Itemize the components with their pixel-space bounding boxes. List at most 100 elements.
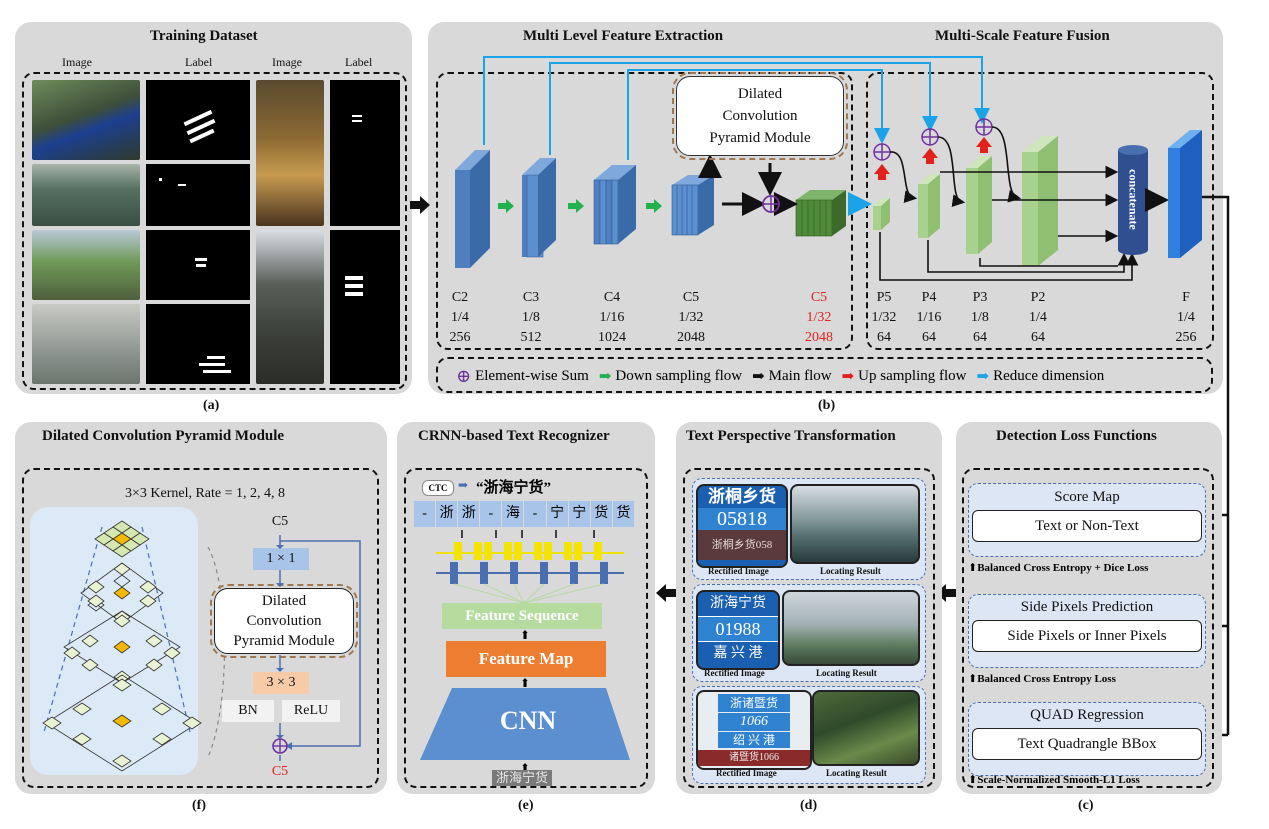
- sample-image: [32, 80, 140, 160]
- legend: ⊕Element-wise Sum ➡Down sampling flow ➡M…: [456, 366, 1105, 386]
- arrow-a-to-b: [410, 196, 430, 214]
- locating-label: Locating Result: [826, 768, 887, 778]
- p5-block: [873, 198, 890, 230]
- sign-text: 01988: [698, 616, 778, 642]
- red-arrow-icon: ➡: [841, 369, 855, 385]
- feature-map-box: Feature Map: [446, 641, 606, 677]
- text-mask: [352, 120, 362, 122]
- text-mask: [345, 284, 363, 288]
- feature-sequence-box: Feature Sequence: [442, 603, 602, 629]
- loss-frame: [962, 468, 1214, 788]
- bn-box: BN: [222, 700, 274, 722]
- network-diagram: [455, 56, 1202, 281]
- rectified-label: Rectified Image: [716, 768, 777, 778]
- seq-cell: 货: [590, 501, 612, 527]
- rectified-image: 浙诸暨货 1066 绍 兴 港 诸暨货1066: [696, 690, 812, 770]
- up-sampling-arrows: [874, 137, 992, 180]
- arrow-up-icon: ⬆: [968, 673, 978, 685]
- seq-cell: -: [480, 501, 502, 527]
- concatenate-cylinder: [1118, 145, 1148, 255]
- sign-text: 05818: [698, 508, 786, 530]
- sign-text: 浙桐乡货: [708, 487, 776, 506]
- seq-cell: 浙: [436, 501, 458, 527]
- sample-label: [146, 304, 250, 384]
- locating-result: [790, 484, 920, 564]
- rectified-image: 浙海宁货 01988 嘉 兴 港: [696, 590, 780, 670]
- dcpm-line: Convolution: [722, 108, 798, 124]
- concatenate-label: concatenate: [1126, 169, 1141, 230]
- sign-text: 诸暨货1066: [698, 750, 810, 766]
- ctc-badge: CTC: [422, 480, 454, 496]
- sign-text: 1066: [718, 713, 790, 731]
- dcpm-inner-box: Dilated Convolution Pyramid Module: [210, 584, 358, 658]
- sample-label: [330, 230, 400, 384]
- col-header-image-1: Image: [62, 55, 92, 69]
- cyan-arrow-icon: ➡: [976, 369, 990, 385]
- arrow-up-icon: ⬆: [968, 562, 978, 574]
- rectified-label: Rectified Image: [708, 566, 769, 576]
- conv3x3-box: 3 × 3: [253, 672, 309, 694]
- arrow-up-icon: ⬆: [968, 774, 978, 786]
- col-header-image-2: Image: [272, 55, 302, 69]
- locating-result: [782, 590, 920, 666]
- c2-block: [455, 150, 490, 268]
- lstm-layers: [436, 530, 624, 604]
- seq-cell: -: [524, 501, 546, 527]
- sum-icon: ⊕: [456, 366, 472, 386]
- p2-block: [1022, 136, 1058, 266]
- locating-label: Locating Result: [816, 668, 877, 678]
- cnn-trapezoid: [420, 688, 630, 760]
- sample-image: [32, 304, 140, 384]
- p4-block: [918, 174, 940, 238]
- text-mask: [159, 178, 162, 181]
- caption-c: (c): [1078, 798, 1094, 813]
- dcpm-box: Dilated Convolution Pyramid Module: [672, 72, 848, 160]
- recognition-result: “浙海宁货”: [476, 480, 552, 496]
- p3-block: [966, 156, 992, 254]
- dcpm-line: Convolution: [246, 613, 322, 629]
- arrow-up-icon: ⬆: [520, 628, 531, 642]
- cnn-label: CNN: [499, 706, 557, 735]
- dcpm-line: Dilated: [261, 593, 307, 609]
- locating-result: [812, 690, 920, 766]
- grid-rate4: [63, 610, 181, 684]
- grid-rate1: [94, 520, 150, 558]
- text-mask: [195, 258, 207, 261]
- score-map-loss: ⬆Balanced Cross Entropy + Dice Loss: [968, 562, 1149, 574]
- perspective-frame: [683, 468, 935, 788]
- side-pixels-head: Side Pixels Prediction: [1020, 599, 1154, 615]
- text-mask: [199, 363, 225, 366]
- main-flow-arrows: [698, 154, 798, 216]
- dataset-frame: [22, 72, 407, 390]
- dcpm-line: Pyramid Module: [233, 633, 335, 649]
- rectified-label: Rectified Image: [704, 668, 765, 678]
- seq-cell: -: [414, 501, 436, 527]
- c5-dilated-block: [795, 190, 846, 237]
- score-map-body: Text or Non-Text: [972, 510, 1202, 542]
- rectified-image: 浙桐乡货 05818 浙桐乡货058: [696, 484, 788, 568]
- arrow-up-icon: ⬆: [520, 761, 531, 775]
- sign-text: 绍 兴 港: [718, 732, 790, 748]
- dilation-grids: [42, 520, 226, 772]
- seq-cell: 宁: [546, 501, 568, 527]
- col-header-label-2: Label: [345, 55, 373, 69]
- skip-connections: [483, 56, 990, 160]
- sample-image: [32, 230, 140, 300]
- text-mask: [207, 356, 225, 359]
- panel-a-title: Training Dataset: [150, 28, 258, 44]
- dcpm-line: Pyramid Module: [709, 130, 811, 146]
- seq-cell: 浙: [458, 501, 480, 527]
- side-pixels-loss: ⬆Balanced Cross Entropy Loss: [968, 673, 1116, 685]
- c5-input: C5: [271, 514, 289, 529]
- text-mask: [352, 115, 362, 117]
- crnn-frame: [404, 468, 648, 788]
- sign-text: 浙海宁货: [710, 596, 766, 611]
